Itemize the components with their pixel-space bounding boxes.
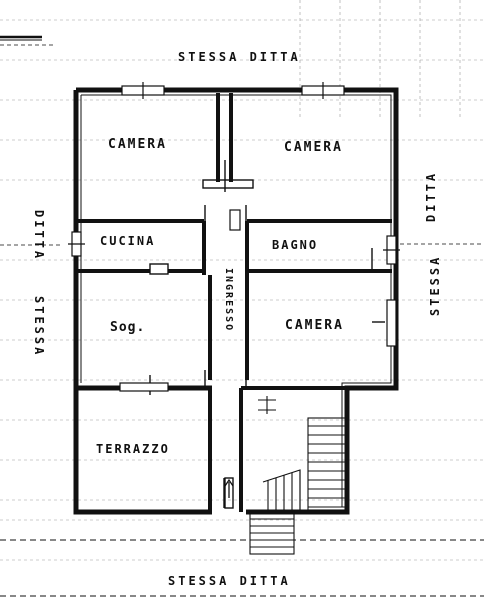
boundary-lines (0, 243, 484, 597)
boundary-label-east-bottom: STESSA (428, 254, 442, 316)
room-label-ingresso: INGRESSO (223, 268, 234, 333)
title-block-mark (0, 35, 55, 46)
room-label-camera-e: CAMERA (285, 318, 344, 333)
entrance-steps (249, 511, 295, 555)
boundary-label-north: STESSA DITTA (178, 50, 301, 64)
stairs (258, 396, 347, 511)
room-label-camera-nw: CAMERA (108, 137, 167, 152)
windows (68, 82, 400, 392)
boundary-label-west-bottom: STESSA (32, 296, 46, 358)
room-label-cucina: CUCINA (100, 234, 156, 248)
interior-walls (78, 93, 392, 512)
room-label-terrazzo: TERRAZZO (96, 442, 170, 456)
room-label-bagno: BAGNO (272, 238, 319, 252)
boundary-label-west-top: DITTA (32, 210, 46, 262)
room-label-soggiorno: Sog. (110, 320, 146, 335)
room-label-camera-ne: CAMERA (284, 140, 343, 155)
boundary-label-east-top: DITTA (424, 170, 438, 222)
corridor-arrows (224, 478, 234, 498)
boundary-label-south: STESSA DITTA (168, 574, 291, 588)
doors (149, 160, 385, 509)
